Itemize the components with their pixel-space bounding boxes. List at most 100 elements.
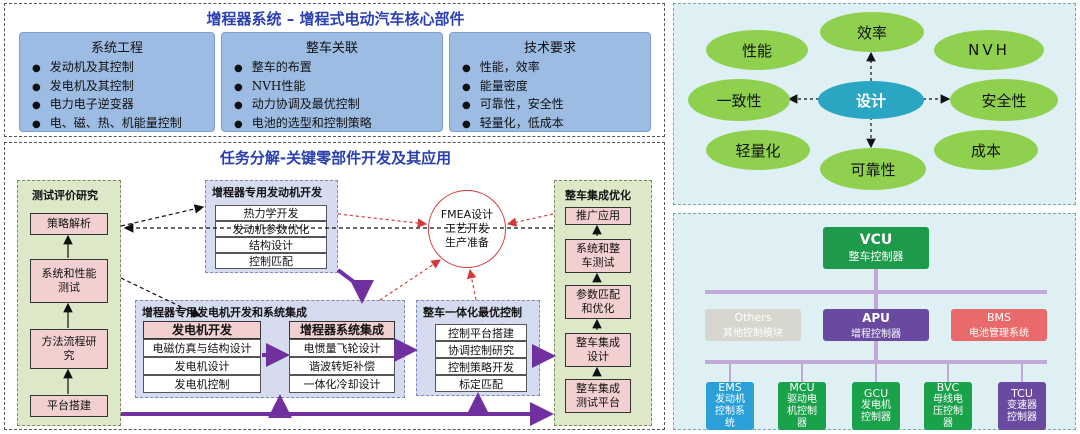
arrow-red xyxy=(337,213,428,228)
list-item: 电、磁、热、机能量控制 xyxy=(32,115,214,134)
ecu-link xyxy=(1021,364,1023,382)
others-desc: 其他控制模块 xyxy=(723,328,783,339)
gen-item: 发电机控制 xyxy=(143,375,261,393)
list-item: 电力电子逆变器 xyxy=(32,96,214,115)
vehicle-int-test-platform: 整车集成测试平台 xyxy=(565,379,631,413)
system-perf-test: 系统和性能测试 xyxy=(30,259,108,303)
vehicle-integration-box: 整车集成优化 推广应用 系统和整车测试 参数匹配和优化 整车集成设计 整车集成测… xyxy=(554,180,652,426)
top-section: 增程器系统 – 增程式电动汽车核心部件 系统工程 发动机及其控制 发电机及其控制… xyxy=(4,3,665,137)
node-consistency: 一致性 xyxy=(688,79,790,121)
node-reliability: 可靠性 xyxy=(820,148,926,190)
engine-item: 发动机参数优化 xyxy=(215,221,327,237)
engine-item: 热力学开发 xyxy=(215,205,327,221)
bvc-name: BVC xyxy=(936,381,960,394)
bvc-box: BVC 母线电压控制器 xyxy=(924,382,972,430)
param-match-label: 参数匹配和优化 xyxy=(576,288,620,315)
apu-desc: 增程控制器 xyxy=(851,328,901,340)
vcu-desc: 整车控制器 xyxy=(848,250,904,263)
control-item: 控制平台搭建 xyxy=(435,324,527,341)
gen-item: 电磁仿真与结构设计 xyxy=(143,339,261,357)
arrow-red xyxy=(466,268,477,301)
bms-name: BMS xyxy=(986,311,1012,324)
arrow-red xyxy=(506,213,554,227)
bus-bottom xyxy=(705,360,1047,364)
column-vehicle-related: 整车关联 整车的布置 NVH性能 动力协调及最优控制 电池的选型和控制策略 xyxy=(221,32,443,132)
list-item: NVH性能 xyxy=(234,78,442,97)
list-item: 能量密度 xyxy=(462,78,650,97)
ecu-link xyxy=(729,364,731,382)
sys-item: 谐波转矩补偿 xyxy=(289,357,395,375)
list-item: 电池的选型和控制策略 xyxy=(234,115,442,134)
vehicle-control-box: 整车一体化最优控制 控制平台搭建 协调控制研究 控制策略开发 标定匹配 xyxy=(416,300,540,396)
node-performance: 性能 xyxy=(706,30,808,70)
others-box: Others 其他控制模块 xyxy=(705,309,801,341)
generator-dev-title: 增程器专用发电机开发和系统集成 xyxy=(142,306,307,319)
control-item: 控制策略开发 xyxy=(435,358,527,375)
arrow-purple xyxy=(336,268,374,304)
bus-link xyxy=(874,294,878,310)
control-item: 协调控制研究 xyxy=(435,341,527,358)
tcu-desc: 变速器控制器 xyxy=(1007,400,1037,423)
column-header: 技术要求 xyxy=(523,41,576,56)
ecu-link xyxy=(875,364,877,382)
control-item: 标定匹配 xyxy=(435,375,527,392)
node-cost: 成本 xyxy=(934,130,1038,170)
vehicle-int-test-platform-label: 整车集成测试平台 xyxy=(576,382,620,409)
gcu-name: GCU xyxy=(863,387,889,400)
engine-dev-title: 增程器专用发动机开发 xyxy=(212,186,322,199)
system-vehicle-test-label: 系统和整车测试 xyxy=(576,242,620,269)
promotion-app: 推广应用 xyxy=(565,207,631,225)
system-vehicle-test: 系统和整车测试 xyxy=(565,239,631,273)
ecu-link xyxy=(801,364,803,382)
gen-item: 发电机设计 xyxy=(143,357,261,375)
top-section-title: 增程器系统 – 增程式电动汽车核心部件 xyxy=(206,10,465,28)
column-system-engineering: 系统工程 发动机及其控制 发电机及其控制 电力电子逆变器 电、磁、热、机能量控制 xyxy=(19,32,215,132)
list-item: 可靠性，安全性 xyxy=(462,96,650,115)
engine-item: 结构设计 xyxy=(215,237,327,253)
vcu-box: VCU 整车控制器 xyxy=(823,227,929,269)
list-item: 轻量化，低成本 xyxy=(462,115,650,134)
bms-desc: 电池管理系统 xyxy=(969,328,1029,339)
task-arrows xyxy=(63,204,602,426)
mcu-name: MCU xyxy=(789,381,815,394)
list-item: 发电机及其控制 xyxy=(32,78,214,97)
node-efficiency: 效率 xyxy=(820,12,924,52)
gcu-desc: 发电机控制器 xyxy=(861,400,891,423)
test-eval-box: 测试评价研究 策略解析 系统和性能测试 方法流程研究 平台搭建 xyxy=(17,180,121,426)
param-match: 参数匹配和优化 xyxy=(565,285,631,319)
task-section: 任务分解-关键零部件开发及其应用 xyxy=(4,142,665,430)
bms-box: BMS 电池管理系统 xyxy=(951,309,1047,341)
generator-dev-header: 发电机开发 xyxy=(143,321,261,339)
mcu-box: MCU 驱动电机控制器 xyxy=(778,382,826,430)
bus-vcu-link xyxy=(874,269,878,291)
list-item: 发动机及其控制 xyxy=(32,59,214,78)
arrow-red xyxy=(379,259,441,301)
list-item: 性能，效率 xyxy=(462,59,650,78)
task-section-title: 任务分解-关键零部件开发及其应用 xyxy=(219,149,452,167)
bus-link xyxy=(874,340,878,360)
method-process-research: 方法流程研究 xyxy=(30,329,108,369)
column-tech-requirements: 技术要求 性能，效率 能量密度 可靠性，安全性 轻量化，低成本 xyxy=(449,32,651,132)
sys-item: 一体化冷却设计 xyxy=(289,375,395,393)
test-eval-title: 测试评价研究 xyxy=(32,189,98,202)
vehicle-int-design: 整车集成设计 xyxy=(565,333,631,367)
vehicle-int-design-label: 整车集成设计 xyxy=(576,336,620,363)
ems-name: EMS xyxy=(718,381,742,394)
list-item: 整车的布置 xyxy=(234,59,442,78)
tcu-box: TCU 变速器控制器 xyxy=(998,382,1046,430)
engine-dev-box: 增程器专用发动机开发 热力学开发 发动机参数优化 结构设计 控制匹配 xyxy=(205,180,338,273)
design-arrows xyxy=(787,51,951,149)
mcu-desc: 驱动电机控制器 xyxy=(787,394,817,429)
fmea-line: 生产准备 xyxy=(445,236,489,249)
method-process-label: 方法流程研究 xyxy=(41,335,97,362)
gcu-box: GCU 发电机控制器 xyxy=(852,382,900,430)
others-name: Others xyxy=(734,311,772,324)
vehicle-control-title: 整车一体化最优控制 xyxy=(423,306,522,319)
node-nvh: NVH xyxy=(934,30,1044,70)
arrow-dashed xyxy=(120,204,205,227)
ecu-link xyxy=(947,364,949,382)
platform-build: 平台搭建 xyxy=(30,395,108,417)
node-safety: 安全性 xyxy=(950,79,1058,121)
engine-item: 控制匹配 xyxy=(215,253,327,269)
bvc-desc: 母线电压控制器 xyxy=(933,394,963,429)
